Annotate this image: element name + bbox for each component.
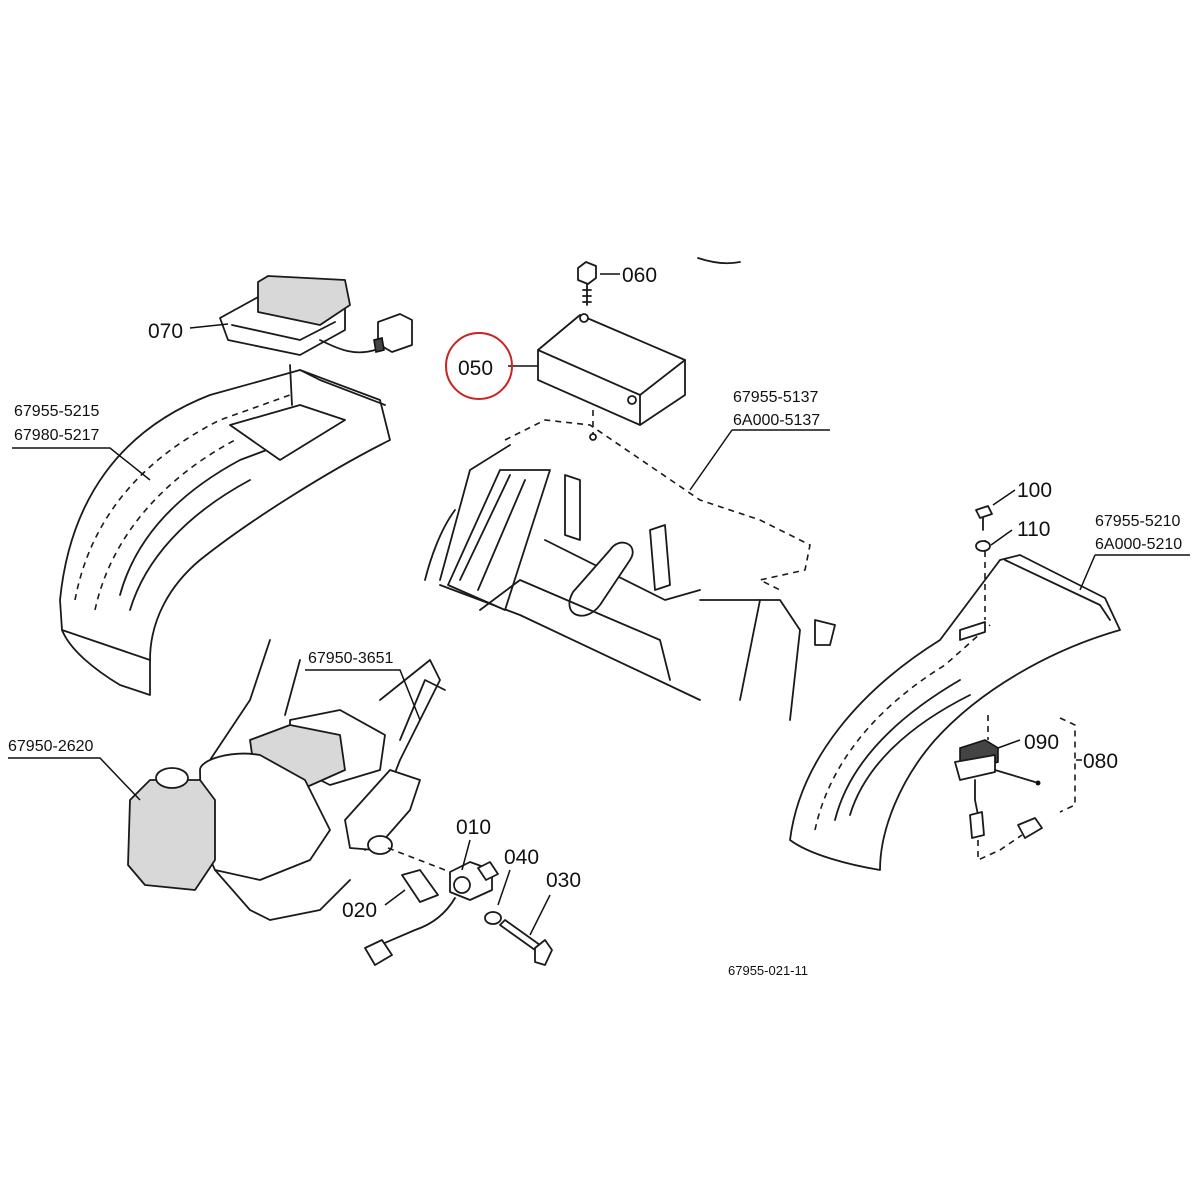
part-080-harness (954, 715, 1082, 862)
callout-110: 110 (1017, 518, 1050, 541)
callout-050: 050 (458, 357, 493, 380)
leader-seat (8, 757, 141, 801)
part-070-gauge (219, 275, 413, 356)
part-number-center-panel-b: 6A000-5137 (733, 412, 820, 429)
center-panel (424, 419, 836, 721)
part-number-seat-frame: 67950-3651 (308, 650, 394, 667)
part-050-box (537, 313, 686, 441)
callout-030: 030 (546, 869, 581, 892)
callout-020: 020 (342, 899, 377, 922)
callout-090: 090 (1024, 731, 1059, 754)
callout-100: 100 (1017, 479, 1052, 502)
part-060-bolt (577, 261, 620, 306)
part-number-right-fender-b: 6A000-5210 (1095, 536, 1182, 553)
seat-assembly (127, 639, 446, 921)
leader-right-fender (1079, 554, 1190, 591)
callout-070: 070 (148, 320, 183, 343)
stray-mark (697, 257, 741, 265)
part-number-seat: 67950-2620 (8, 738, 94, 755)
part-110-washer (975, 529, 1013, 552)
part-100-screw (975, 489, 1016, 531)
left-fender (59, 364, 391, 696)
figure-code: 67955-021-11 (728, 963, 808, 978)
highlight-circle-050 (445, 332, 513, 400)
callout-010: 010 (456, 816, 491, 839)
part-number-left-fender-b: 67980-5217 (14, 427, 100, 444)
callout-040: 040 (504, 846, 539, 869)
leader-center-panel (689, 429, 830, 491)
callout-060: 060 (622, 264, 657, 287)
seat-switch-parts (364, 839, 553, 966)
right-fender (789, 540, 1121, 871)
part-number-center-panel-a: 67955-5137 (733, 389, 819, 406)
leader-seat-frame (305, 669, 421, 721)
part-number-right-fender-a: 67955-5210 (1095, 513, 1181, 530)
leader-left-fender (12, 447, 151, 481)
part-number-left-fender-a: 67955-5215 (14, 403, 100, 420)
leader-070 (189, 323, 229, 329)
callout-080: 080 (1083, 750, 1118, 773)
